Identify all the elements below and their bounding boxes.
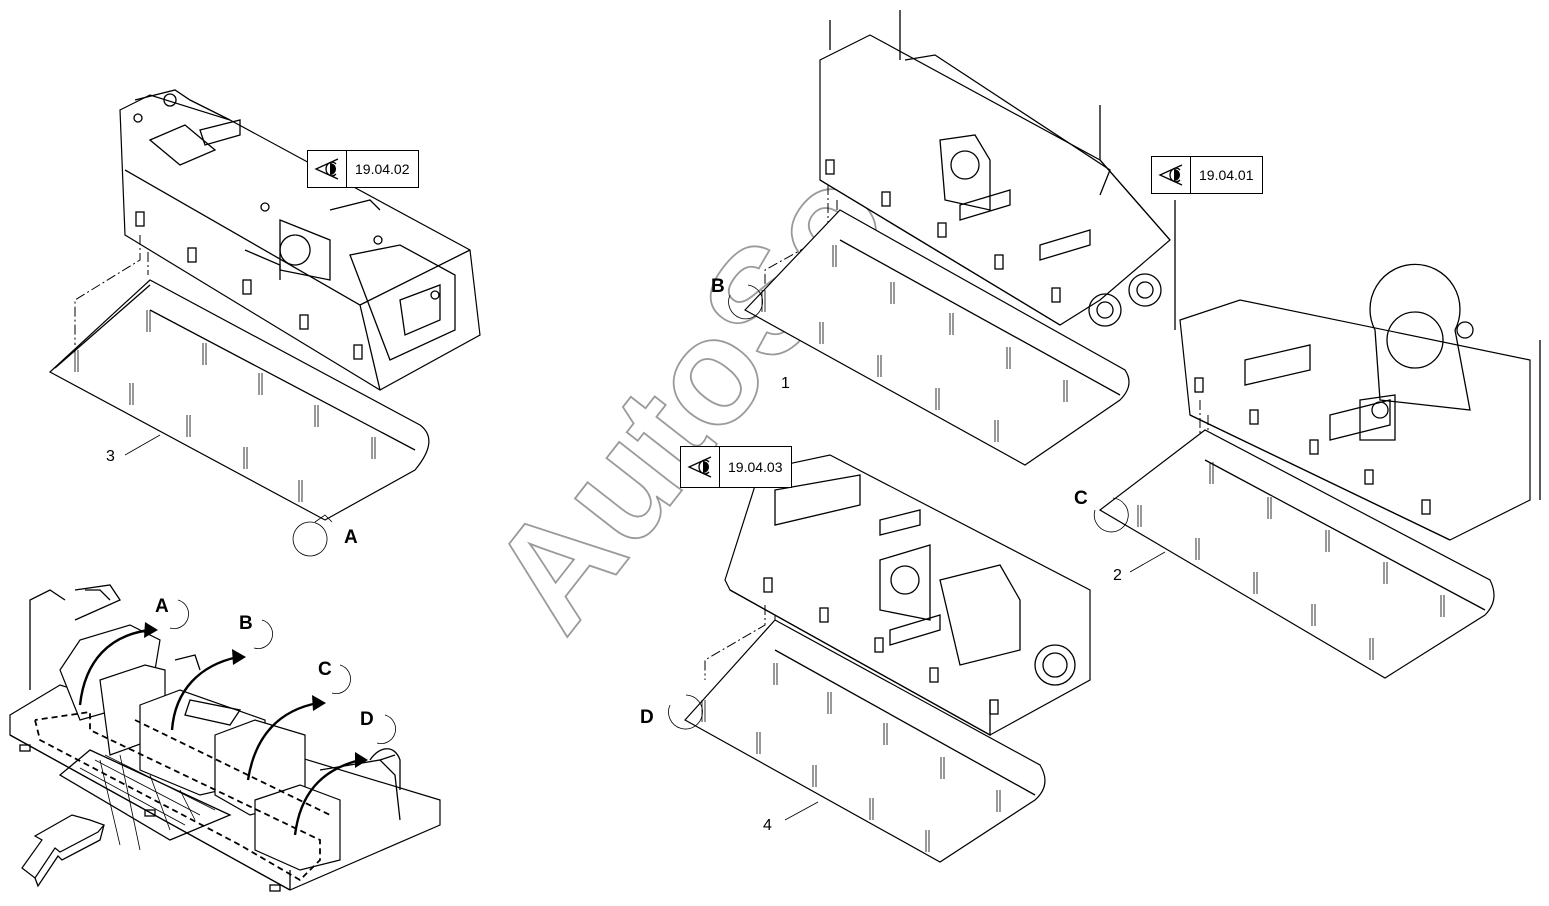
part-number-1: 1 (781, 375, 790, 392)
frame-section-a (74, 89, 481, 391)
view-eye-icon (308, 151, 347, 187)
overview-callout-a: A (155, 596, 169, 617)
frame-section-c (1139, 200, 1541, 541)
part-number-2: 2 (1113, 567, 1122, 584)
view-direction-arrow (21, 814, 106, 888)
studs-c (1093, 462, 1445, 660)
reference-box-19-04-02[interactable]: 19.04.02 (307, 150, 419, 188)
part-number-4: 4 (763, 817, 772, 834)
leader-3 (124, 434, 333, 557)
reference-box-19-04-01[interactable]: 19.04.01 (1151, 156, 1263, 194)
reference-code: 19.04.03 (728, 459, 783, 475)
studs-d (668, 663, 1001, 852)
reference-code: 19.04.02 (355, 161, 410, 177)
view-eye-icon (681, 447, 720, 487)
callout-d: D (640, 707, 654, 728)
studs-a (74, 310, 376, 502)
frame-section-d (704, 454, 1091, 737)
callout-c: C (1074, 488, 1088, 509)
overview-callout-b: B (239, 613, 253, 634)
frame-section-b (764, 10, 1171, 327)
overview-arrows (78, 599, 396, 836)
part-number-3: 3 (106, 448, 115, 465)
machine-overview (9, 584, 441, 892)
studs-b (728, 245, 1068, 442)
callout-a: A (344, 527, 358, 548)
callout-b: B (711, 276, 725, 297)
skid-plate-1 (744, 209, 1130, 466)
skid-plate-3 (48, 279, 430, 521)
reference-code: 19.04.01 (1199, 167, 1254, 183)
overview-callout-d: D (360, 709, 374, 730)
skid-plate-4 (684, 619, 1046, 863)
reference-box-19-04-03[interactable]: 19.04.03 (680, 446, 792, 488)
skid-plate-2 (1098, 429, 1495, 679)
overview-callout-c: C (318, 659, 332, 680)
view-eye-icon (1152, 157, 1191, 193)
